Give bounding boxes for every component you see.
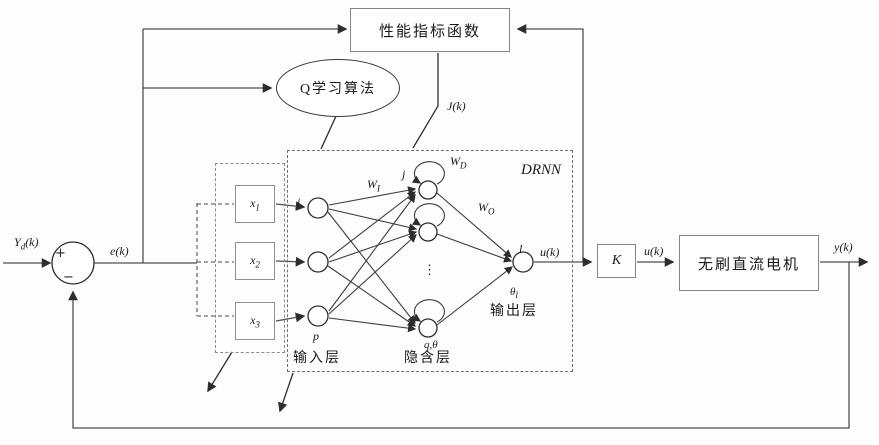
y-label: y(k) bbox=[834, 241, 853, 253]
x1-block: x1 bbox=[235, 185, 275, 223]
input-last-index: p bbox=[313, 330, 319, 342]
output-bias-label: θl bbox=[510, 287, 518, 300]
weight-output-label: WO bbox=[478, 201, 495, 216]
gain-block: K bbox=[597, 244, 636, 278]
annotation-arrow-drnn bbox=[280, 373, 293, 411]
x2-block: x2 bbox=[235, 242, 275, 280]
bldc-motor-block: 无刷直流电机 bbox=[679, 235, 819, 291]
output-index: l bbox=[519, 243, 522, 255]
wire-qlearning-leader bbox=[321, 114, 337, 149]
yd-label: Yd(k) bbox=[14, 236, 39, 251]
hidden-ellipsis: ⋮ bbox=[423, 266, 436, 273]
x3-block: x3 bbox=[235, 302, 275, 340]
bldc-motor-label: 无刷直流电机 bbox=[698, 253, 800, 274]
x2-label: x2 bbox=[250, 253, 260, 269]
input-layer-label: 输入层 bbox=[293, 352, 341, 366]
wire-jk-leader bbox=[413, 53, 438, 148]
error-label: e(k) bbox=[110, 245, 129, 257]
weight-input-label: WI bbox=[367, 178, 380, 193]
drnn-label: DRNN bbox=[521, 163, 561, 178]
hidden-layer-label: 隐含层 bbox=[404, 352, 452, 366]
annotation-arrow-input bbox=[208, 352, 232, 391]
hidden-first-index: j bbox=[402, 168, 405, 180]
input-first-index: i bbox=[297, 196, 300, 208]
x3-label: x3 bbox=[250, 313, 260, 329]
u-nn-label: u(k) bbox=[540, 246, 559, 258]
u-gain-label: u(k) bbox=[644, 245, 663, 257]
output-layer-label: 输出层 bbox=[490, 305, 538, 319]
jk-label: J(k) bbox=[447, 100, 466, 112]
performance-index-label: 性能指标函数 bbox=[379, 20, 481, 41]
weight-recurrent-label: WD bbox=[450, 155, 467, 170]
q-learning-label: Q学习算法 bbox=[300, 78, 376, 98]
performance-index-block: 性能指标函数 bbox=[350, 8, 510, 52]
hidden-last-index: q,θ bbox=[424, 340, 438, 351]
sum-plus-sign: + bbox=[55, 246, 66, 261]
q-learning-block: Q学习算法 bbox=[276, 59, 400, 117]
x1-label: x1 bbox=[250, 196, 260, 212]
gain-label: K bbox=[612, 253, 621, 269]
sum-minus-sign: − bbox=[63, 270, 74, 285]
